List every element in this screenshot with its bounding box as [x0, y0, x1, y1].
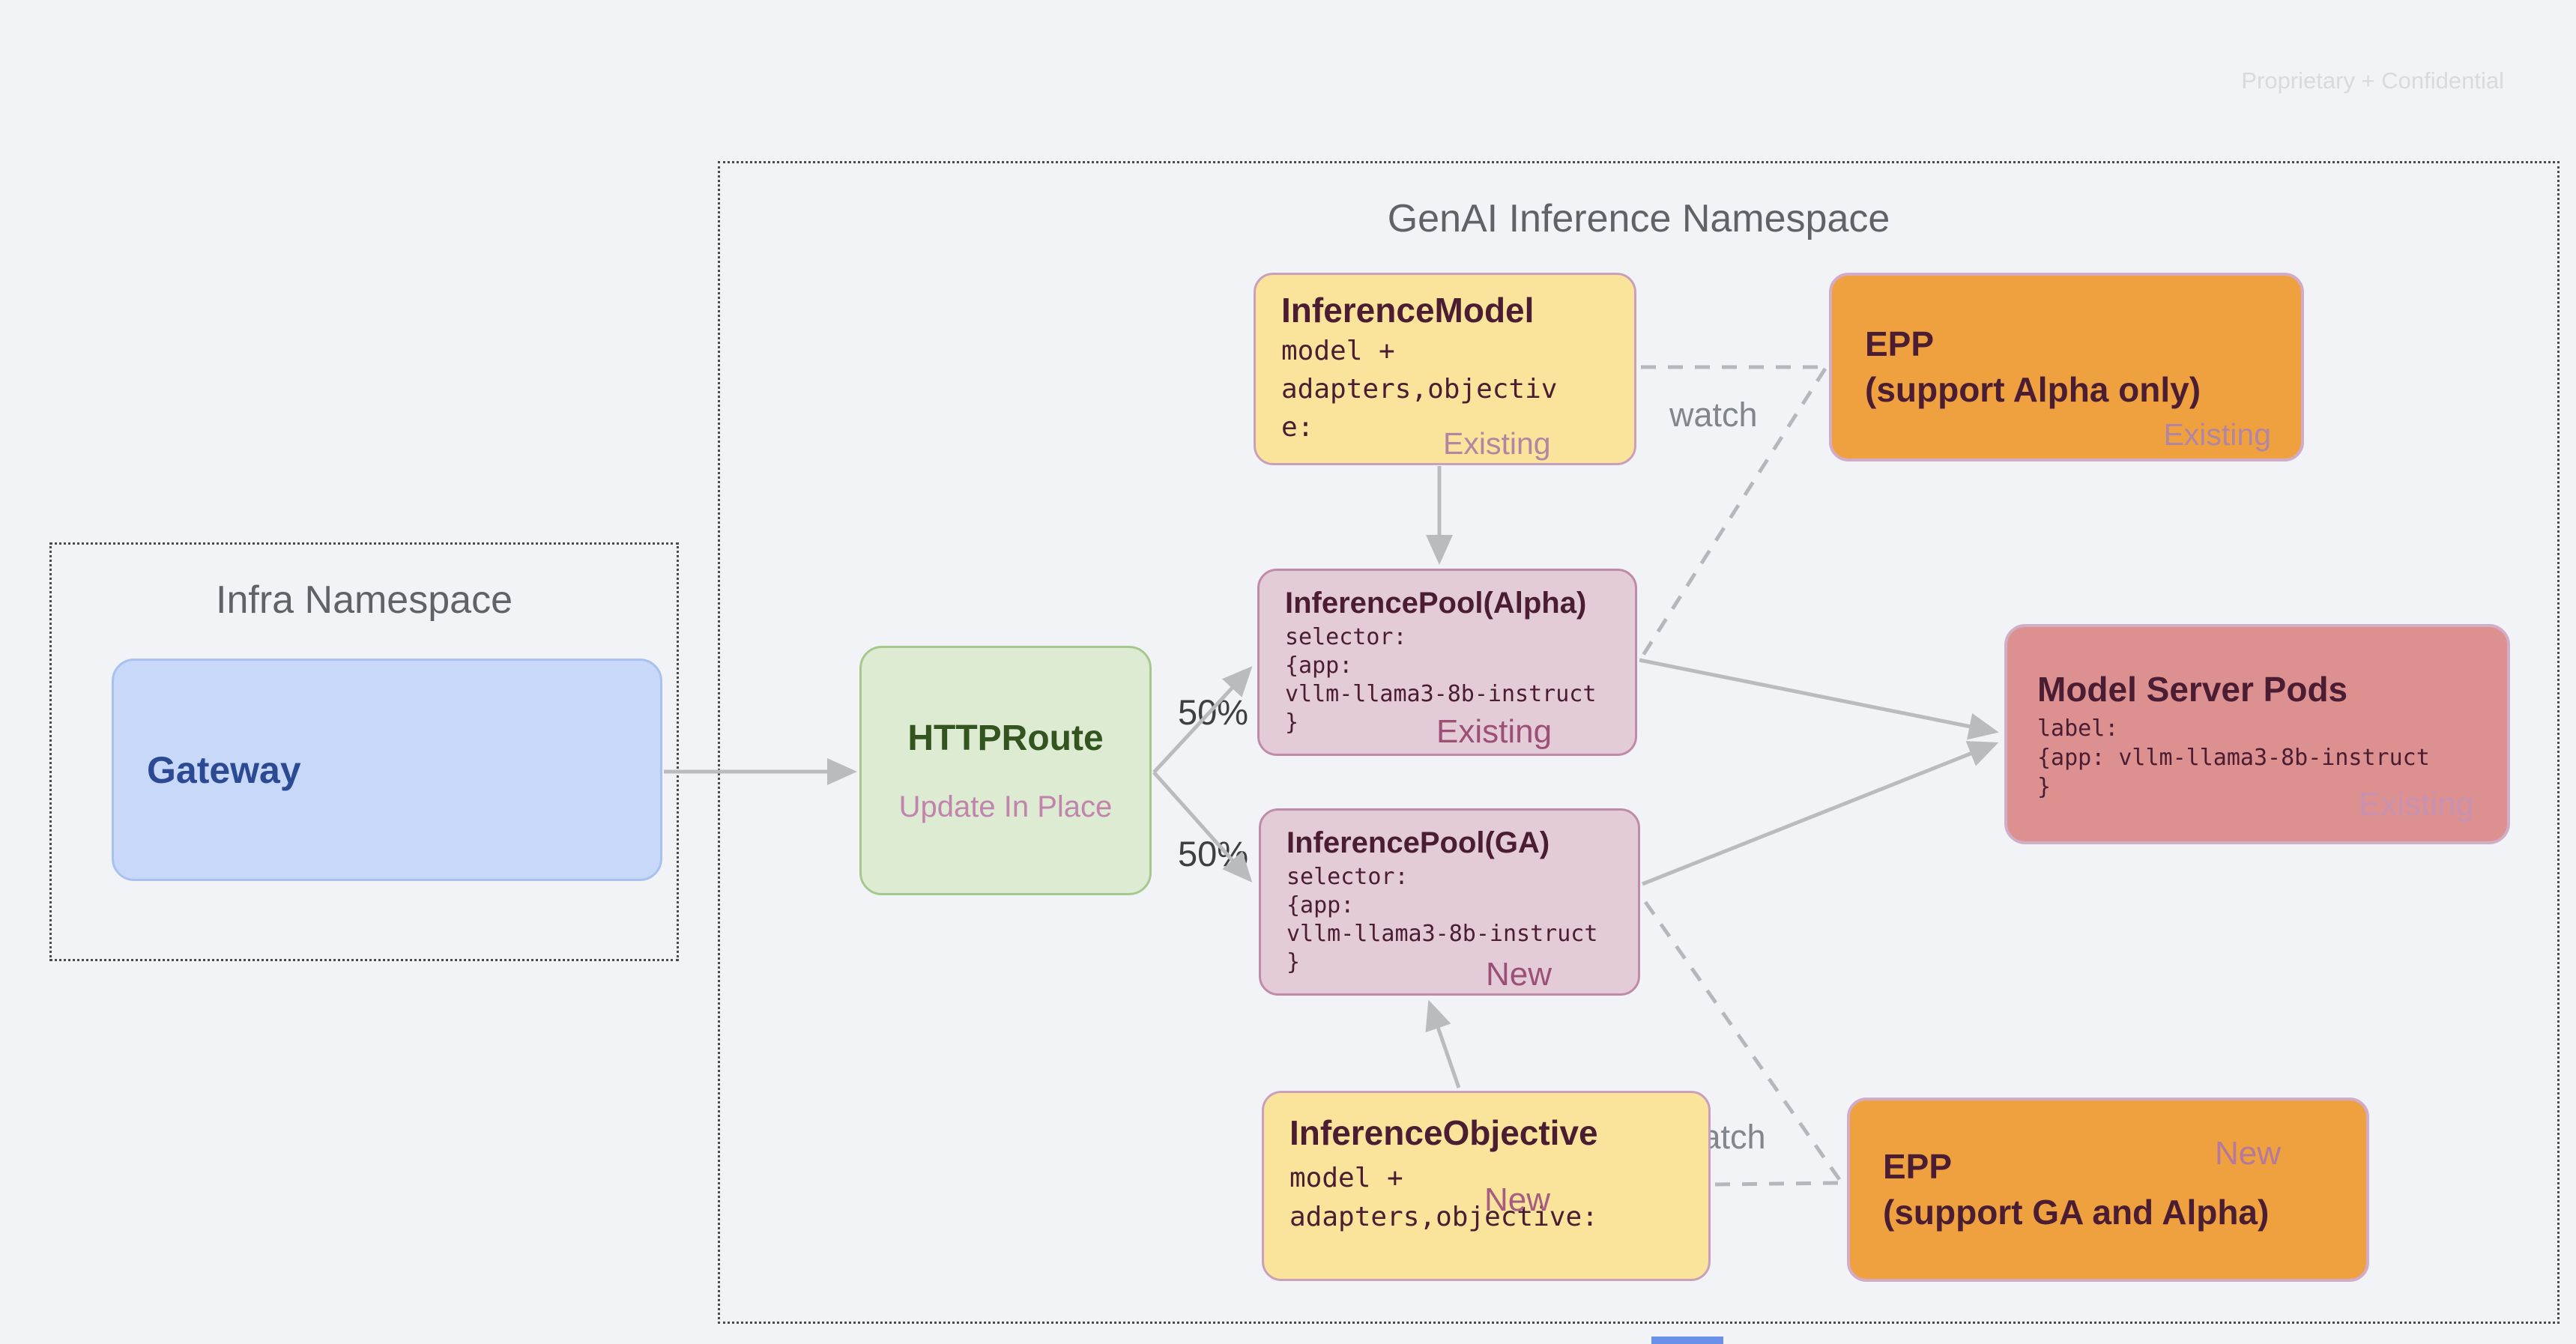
pool-ga-title: InferencePool(GA) — [1287, 826, 1550, 859]
status-badge: Existing — [1436, 713, 1552, 750]
pool-ga-code: selector: {app: vllm-llama3-8b-instruct … — [1287, 863, 1612, 977]
code-line: } — [2037, 774, 2052, 801]
inference-model-code: model + adapters,objectiv e: — [1281, 332, 1609, 447]
code-line: } — [1285, 709, 1299, 736]
status-badge: Existing — [2163, 417, 2271, 452]
pool-alpha-title: InferencePool(Alpha) — [1285, 587, 1587, 620]
model-server-pods-code: label: {app: vllm-llama3-8b-instruct } — [2037, 714, 2477, 802]
inference-model-node: InferenceModel model + adapters,objectiv… — [1254, 273, 1636, 465]
epp-alpha-title: EPP (support Alpha only) — [1832, 276, 2301, 458]
code-line: adapters,objective: — [1289, 1202, 1598, 1233]
inference-objective-node: InferenceObjective model + adapters,obje… — [1262, 1091, 1711, 1281]
code-line: selector: — [1287, 864, 1409, 890]
genai-namespace-title: GenAI Inference Namespace — [1387, 197, 1890, 240]
httproute-title: HTTPRoute — [907, 718, 1104, 758]
traffic-split-bottom-label: 50% — [1178, 834, 1249, 874]
confidential-watermark: Proprietary + Confidential — [2241, 67, 2504, 94]
model-server-pods-node: Model Server Pods label: {app: vllm-llam… — [2004, 624, 2510, 844]
code-line: {app: vllm-llama3-8b-instruct — [2037, 745, 2430, 772]
watch-top-label: watch — [1669, 396, 1758, 434]
infra-namespace-box: Infra Namespace — [49, 542, 679, 961]
model-server-pods-title: Model Server Pods — [2037, 670, 2348, 709]
status-badge: New — [2214, 1135, 2281, 1172]
code-line: {app: — [1287, 892, 1355, 919]
infra-namespace-title: Infra Namespace — [216, 578, 513, 622]
traffic-split-top-label: 50% — [1178, 692, 1249, 732]
inference-pool-ga-node: InferencePool(GA) selector: {app: vllm-l… — [1259, 808, 1640, 996]
httproute-node: HTTPRoute Update In Place — [859, 646, 1152, 895]
inference-pool-alpha-node: InferencePool(Alpha) selector: {app: vll… — [1257, 569, 1637, 756]
genai-namespace-box: GenAI Inference Namespace — [718, 161, 2560, 1324]
epp-alpha-line2: (support Alpha only) — [1865, 370, 2201, 409]
code-line: vllm-llama3-8b-instruct — [1287, 921, 1598, 948]
gateway-node: Gateway — [112, 659, 662, 881]
code-line: model + — [1289, 1163, 1403, 1194]
code-line: adapters,objectiv — [1281, 374, 1558, 405]
inference-objective-code: model + adapters,objective: — [1289, 1159, 1683, 1237]
gateway-title: Gateway — [147, 748, 301, 791]
epp-alpha-node: EPP (support Alpha only) Existing — [1829, 273, 2304, 461]
status-badge: Existing — [1443, 426, 1551, 461]
status-badge: Existing — [2358, 786, 2474, 823]
epp-ga-title: EPP (support GA and Alpha) — [1850, 1101, 2366, 1279]
epp-ga-line2: (support GA and Alpha) — [1883, 1193, 2270, 1232]
code-line: selector: — [1285, 624, 1407, 650]
code-line: vllm-llama3-8b-instruct — [1285, 681, 1597, 708]
inference-model-title: InferenceModel — [1281, 291, 1535, 330]
status-badge: New — [1484, 1181, 1551, 1218]
code-line: e: — [1281, 412, 1314, 444]
epp-ga-node: EPP (support GA and Alpha) New — [1847, 1098, 2369, 1282]
bottom-blue-bar — [1651, 1337, 1723, 1344]
epp-ga-line1: EPP — [1883, 1147, 1953, 1187]
epp-alpha-line1: EPP — [1865, 324, 1935, 364]
httproute-status: Update In Place — [898, 790, 1113, 823]
httproute-content: HTTPRoute Update In Place — [862, 648, 1149, 893]
pool-alpha-code: selector: {app: vllm-llama3-8b-instruct … — [1285, 623, 1609, 737]
code-line: } — [1287, 949, 1301, 976]
code-line: label: — [2037, 715, 2119, 742]
code-line: model + — [1281, 336, 1395, 367]
inference-objective-title: InferenceObjective — [1289, 1113, 1598, 1152]
code-line: {app: — [1285, 653, 1353, 679]
status-badge: New — [1486, 956, 1552, 993]
